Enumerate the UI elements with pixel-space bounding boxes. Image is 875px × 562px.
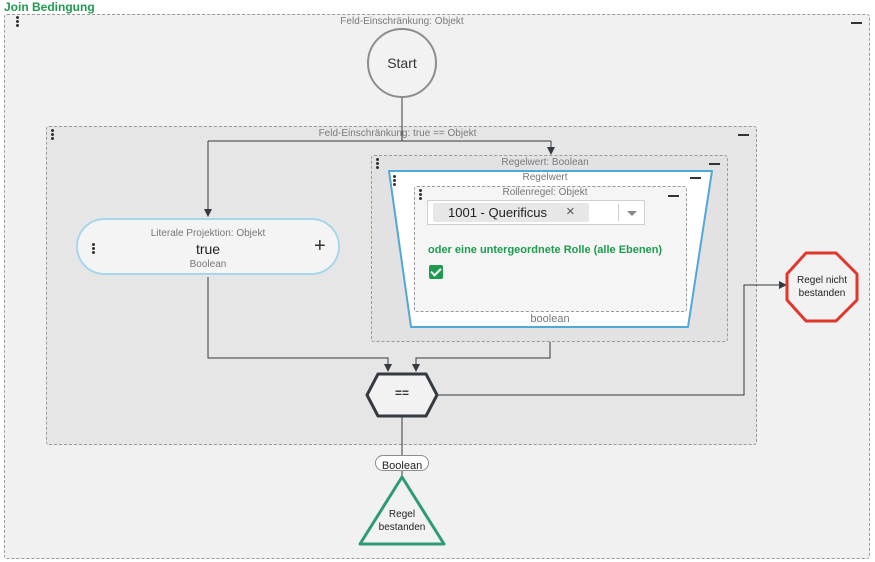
literal-node-menu-icon[interactable] (92, 243, 96, 255)
rollenregel-menu-icon[interactable] (419, 189, 423, 201)
role-select[interactable]: 1001 - Querificus × (427, 200, 645, 225)
regelwert-collapse-icon[interactable] (690, 177, 701, 179)
fail-node-label-line1: Regel nicht (796, 275, 848, 286)
wire-operator-to-fail (437, 281, 787, 396)
literal-node-value: true (195, 241, 221, 257)
add-icon[interactable]: + (314, 235, 326, 257)
pass-node-label-line1: Regel (388, 509, 416, 520)
fail-node-shape (785, 251, 859, 323)
regelwert-frame-collapse-icon[interactable] (709, 163, 720, 165)
checkmark-icon (430, 265, 442, 277)
regelwert-menu-icon[interactable] (393, 175, 397, 187)
operator-node[interactable]: == (367, 386, 437, 400)
role-chip: 1001 - Querificus × (433, 203, 589, 222)
literal-node-type: Boolean (189, 259, 227, 270)
pass-node-shape (358, 475, 446, 546)
rollenregel-collapse-icon[interactable] (668, 195, 679, 197)
result-type-label: Boolean (381, 460, 423, 472)
include-subroles-checkbox[interactable] (429, 265, 443, 279)
pass-node-label-line2: bestanden (378, 522, 426, 533)
operator-node-shape (365, 372, 439, 418)
regelwert-title: Regelwert (522, 172, 568, 183)
start-node-shape (367, 28, 437, 98)
inner-frame-title: Feld-Einschränkung: true == Objekt (318, 128, 477, 139)
regelwert-footer: boolean (530, 313, 570, 325)
result-type-pill: Boolean (375, 455, 429, 472)
pass-node[interactable]: Regel bestanden (362, 508, 442, 534)
wire-split-to-literal (208, 140, 551, 216)
inner-frame-menu-icon[interactable] (51, 129, 55, 141)
role-chip-remove-icon[interactable]: × (566, 203, 575, 220)
inner-frame-collapse-icon[interactable] (738, 134, 749, 136)
root-title: Join Bedingung (4, 0, 95, 14)
start-node[interactable]: Start (368, 29, 436, 97)
root-collapse-icon[interactable] (851, 22, 862, 24)
wire-regelwert-to-operator (412, 342, 551, 372)
root-subtitle: Feld-Einschränkung: Objekt (340, 16, 464, 27)
regelwert-frame-title: Regelwert: Boolean (501, 157, 589, 168)
select-divider (618, 204, 619, 221)
operator-node-label: == (394, 386, 409, 400)
wire-literal-to-operator (207, 277, 392, 372)
literal-node[interactable]: Literale Projektion: Objekt true Boolean… (76, 218, 340, 275)
chevron-down-icon[interactable] (627, 211, 637, 216)
regelwert-frame-menu-icon[interactable] (376, 158, 380, 170)
include-subroles-label: oder eine untergeordnete Rolle (alle Ebe… (428, 244, 663, 256)
fail-node[interactable]: Regel nicht bestanden (787, 274, 857, 300)
literal-node-title: Literale Projektion: Objekt (150, 228, 266, 239)
role-chip-label: 1001 - Querificus (448, 205, 547, 220)
fail-node-label-line2: bestanden (798, 288, 846, 299)
start-node-label: Start (387, 55, 417, 71)
rollenregel-title: Rollenregel: Objekt (502, 187, 588, 198)
root-menu-icon[interactable] (16, 16, 20, 28)
